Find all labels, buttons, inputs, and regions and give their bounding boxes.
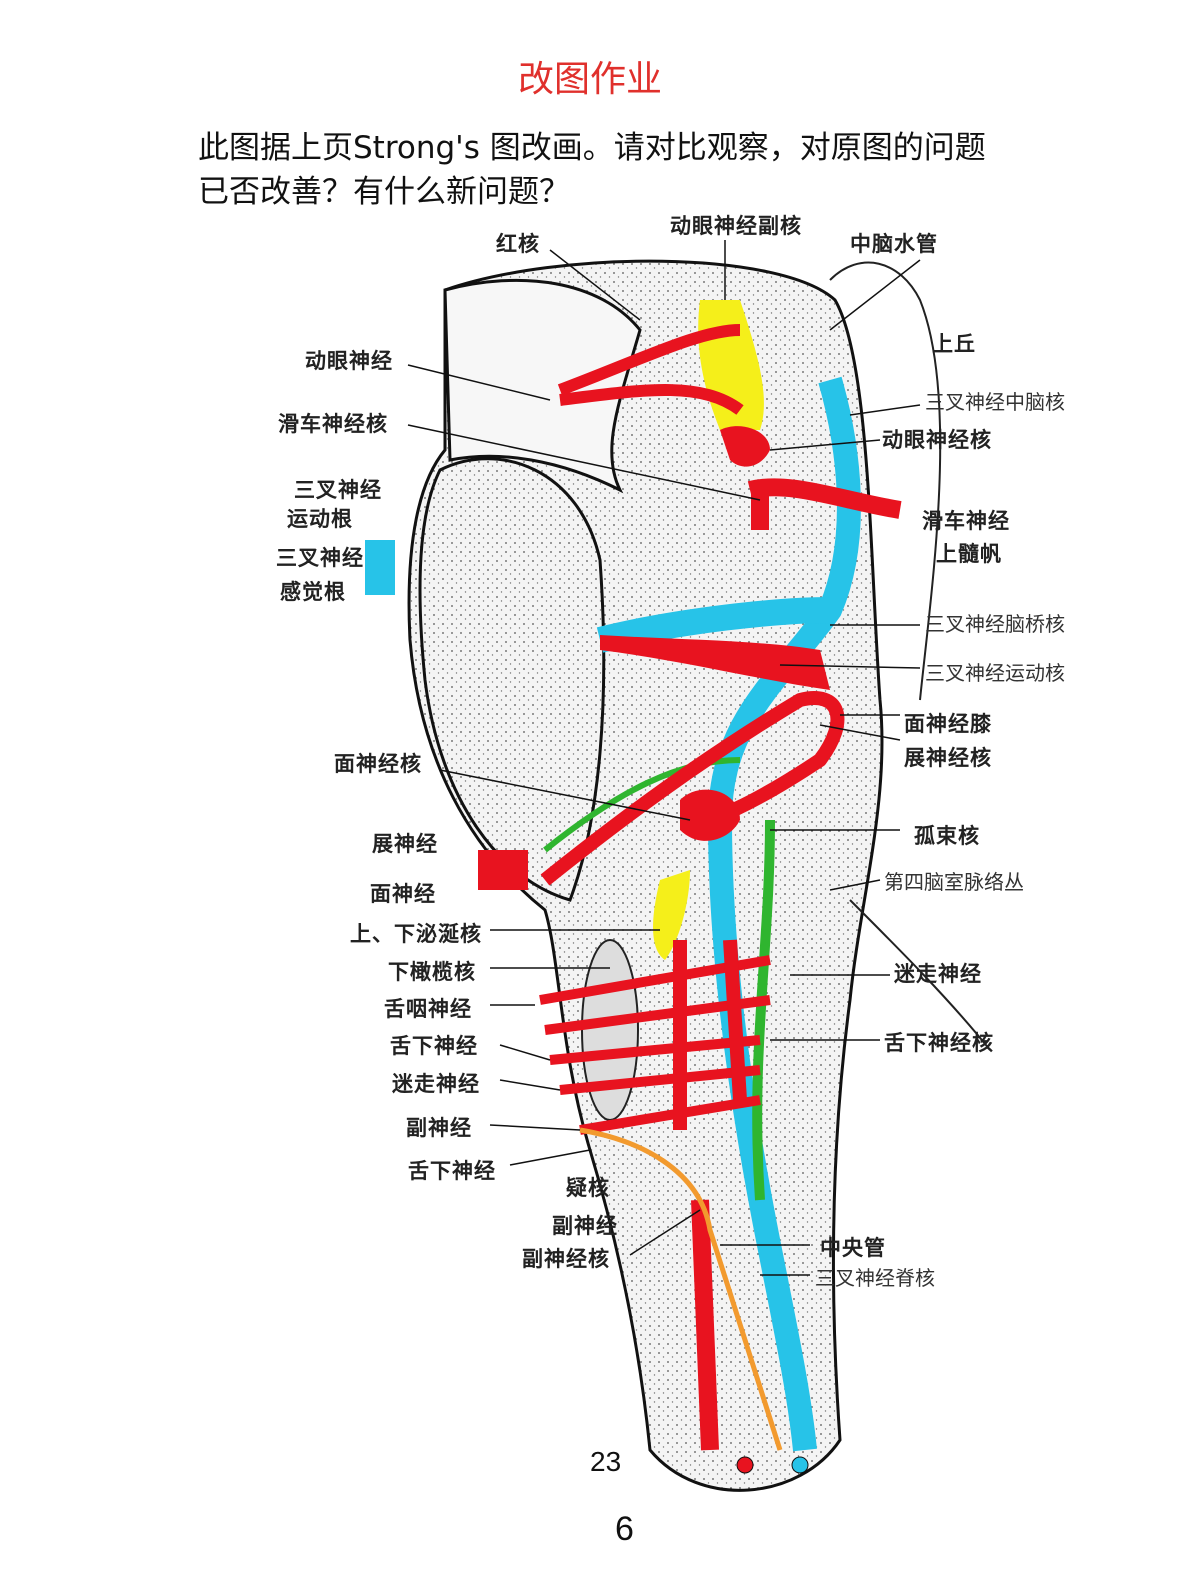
label-facial-nerve: 面神经	[370, 881, 436, 906]
page-number: 6	[615, 1510, 634, 1548]
label-fourth-ventricle-plexus: 第四脑室脉络丛	[884, 870, 1024, 894]
pons-outline	[418, 457, 606, 902]
midbrain-outline	[443, 278, 642, 494]
label-trochlear-nucleus: 滑车神经核	[278, 411, 388, 436]
label-mesencephalic-nucleus: 三叉神经中脑核	[925, 390, 1065, 414]
trigeminal-motor-nucleus	[600, 635, 830, 690]
label-facial-nucleus: 面神经核	[334, 751, 422, 776]
label-trigeminal-1: 三叉神经	[294, 477, 382, 502]
label-red-nucleus: 红核	[496, 231, 540, 256]
oculomotor-nucleus	[720, 426, 770, 467]
medulla-nerves	[539, 955, 771, 1135]
salivatory-nucleus	[653, 870, 690, 960]
trochlear-nucleus	[747, 478, 902, 530]
label-hypoglossal-nucleus: 舌下神经核	[884, 1030, 994, 1055]
label-superior-colliculus: 上丘	[932, 331, 976, 356]
oculomotor-nerve	[557, 324, 744, 415]
label-abducens-nucleus: 展神经核	[904, 745, 992, 770]
label-superior-medullary-velum: 上髓帆	[936, 541, 1002, 566]
accessory-nucleus	[691, 1199, 719, 1451]
label-trochlear-nerve: 滑车神经	[922, 508, 1010, 533]
facial-abducens-nerve-stubs	[478, 850, 528, 890]
label-salivatory-nuclei: 上、下泌涎核	[350, 921, 482, 946]
label-hypoglossal-2: 舌下神经	[408, 1158, 496, 1183]
cerebellum-edge	[829, 261, 991, 1051]
page-title: 改图作业	[517, 59, 662, 100]
inner-page-number: 23	[590, 1446, 622, 1477]
label-trigeminal-2: 三叉神经	[276, 545, 364, 570]
label-cerebral-aqueduct: 中脑水管	[850, 231, 938, 256]
intro-line-2: 已否改善？有什么新问题？	[198, 174, 570, 210]
accessory-nerve-orange	[579, 1127, 783, 1451]
label-nucleus-ambiguus: 疑核	[566, 1175, 610, 1200]
trigeminal-sensory-root	[365, 540, 395, 595]
label-inferior-olive: 下橄榄核	[388, 959, 476, 984]
label-vagus-left: 迷走神经	[392, 1071, 480, 1096]
label-glossopharyngeal: 舌咽神经	[384, 996, 472, 1021]
label-trigeminal-motor-nucleus: 三叉神经运动核	[925, 661, 1065, 685]
facial-genu	[540, 691, 845, 886]
intro-text: 此图据上页Strong's 图改画。请对比观察，对原图的问题 已否改善？有什么新…	[198, 126, 1098, 214]
label-spinal-trigeminal-nucleus: 三叉神经脊核	[815, 1266, 935, 1290]
nucleus-ambiguus	[673, 939, 747, 1130]
label-central-canal: 中央管	[820, 1235, 886, 1260]
label-abducens-nerve: 展神经	[372, 831, 438, 856]
label-vagus-right: 迷走神经	[894, 961, 982, 986]
inferior-olive	[581, 939, 639, 1121]
facial-nucleus	[680, 789, 740, 841]
label-solitary-nucleus: 孤束核	[914, 823, 980, 848]
intro-line-1: 此图据上页Strong's 图改画。请对比观察，对原图的问题	[198, 130, 986, 166]
label-accessory-nucleus: 副神经核	[522, 1246, 610, 1271]
label-accessory-nerve-1: 副神经	[406, 1115, 472, 1140]
label-oculomotor-nucleus: 动眼神经核	[882, 427, 992, 452]
facial-nerve-green	[543, 757, 741, 853]
label-oculomotor-nerve: 动眼神经	[305, 348, 393, 373]
leader-lines	[407, 240, 921, 1276]
label-hypoglossal-1: 舌下神经	[390, 1033, 478, 1058]
label-pontine-trigeminal-nucleus: 三叉神经脑桥核	[925, 612, 1065, 636]
label-motor-root: 运动根	[287, 506, 353, 531]
trigeminal-pontine	[596, 597, 831, 653]
label-sensory-root: 感觉根	[280, 579, 346, 604]
label-edinger-westphal: 动眼神经副核	[670, 213, 802, 238]
label-accessory-nerve-2: 副神经	[552, 1213, 618, 1238]
label-facial-genu: 面神经膝	[904, 711, 992, 736]
